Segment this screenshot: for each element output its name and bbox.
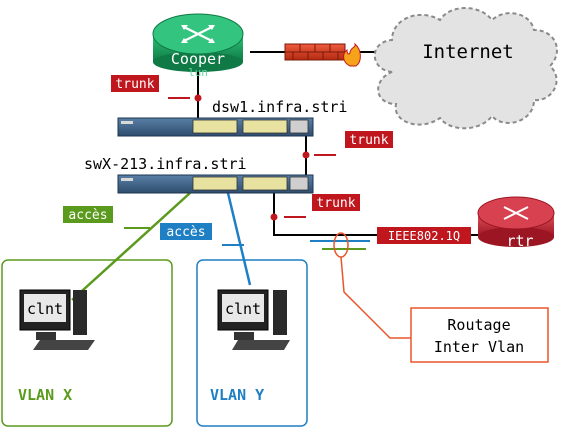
dist-switch-icon <box>117 117 314 137</box>
trunk-dot-router <box>270 213 278 221</box>
callout-line1: Routage <box>447 316 510 334</box>
dist-switch-label: dsw1.infra.stri <box>212 98 347 116</box>
acces-label-green-bg <box>63 206 113 223</box>
trunk-label-dist: trunk <box>349 133 388 148</box>
ieee-label-bg <box>377 227 471 244</box>
subif-ellipse <box>333 232 349 258</box>
access-switch-label: swX-213.infra.stri <box>84 155 247 173</box>
trunk-dot-core <box>194 94 202 102</box>
acces-label-blue: accès <box>166 225 205 240</box>
trunk-label-router-bg <box>312 194 360 211</box>
trunk-label-core-bg <box>111 75 159 92</box>
firewall-icon <box>284 42 361 67</box>
access-switch-icon <box>117 174 314 194</box>
ieee-label: IEEE802.1Q <box>388 229 460 243</box>
internet-label: Internet <box>422 41 514 63</box>
vlan-x-label: VLAN X <box>18 386 72 404</box>
trunk-dot-dist <box>302 151 310 159</box>
access-link-green <box>71 192 191 301</box>
callout-connector <box>340 256 411 339</box>
core-router-icon <box>152 13 244 72</box>
internet-cloud-icon <box>373 7 558 130</box>
vlan-y-box <box>196 259 308 427</box>
rtr-router-label: rtr <box>506 232 533 250</box>
workstation-x-icon <box>19 289 95 350</box>
trunk-label-dist-bg <box>345 131 393 148</box>
client-y-label: clnt <box>225 300 261 318</box>
rtr-router-icon <box>477 196 555 247</box>
workstation-y-icon <box>217 289 290 350</box>
callout-box <box>410 307 549 363</box>
core-router-label: Cooper <box>171 50 225 68</box>
trunk-label-core: trunk <box>115 77 154 92</box>
vlan-y-label: VLAN Y <box>210 386 264 404</box>
vlan-x-box <box>1 259 173 427</box>
client-x-label: clnt <box>27 300 63 318</box>
acces-label-green: accès <box>68 208 107 223</box>
trunk-label-router: trunk <box>316 196 355 211</box>
callout-line2: Inter Vlan <box>434 338 524 356</box>
access-link-blue <box>226 192 252 286</box>
acces-label-blue-bg <box>160 223 212 240</box>
core-router-sublabel: lun <box>188 66 208 79</box>
